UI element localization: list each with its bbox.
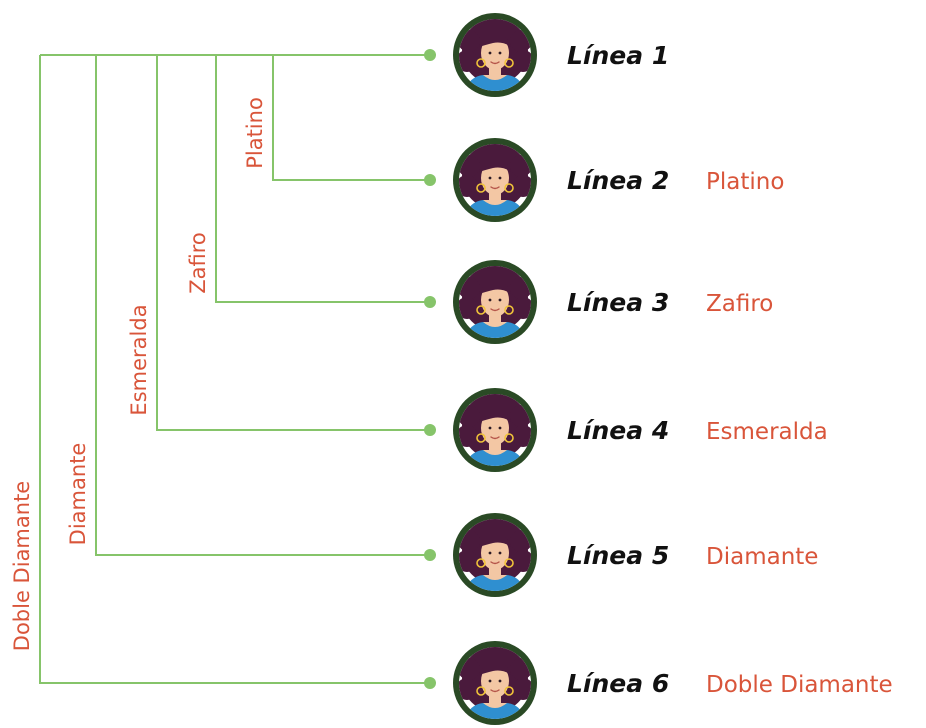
woman-avatar-icon [453, 641, 537, 725]
rank-label: Platino [706, 169, 784, 195]
connector-dot [424, 49, 436, 61]
connector-dot [424, 424, 436, 436]
branch-connector [95, 55, 430, 556]
line-row: Línea 5 Diamante [453, 513, 818, 597]
branch-label: Diamante [66, 443, 90, 546]
line-label: Línea 3 [567, 288, 669, 317]
branch-label: Esmeralda [127, 304, 151, 415]
branch-label: Platino [243, 97, 267, 169]
rank-label: Diamante [706, 544, 818, 570]
branch-label: Zafiro [186, 232, 210, 294]
line-row: Línea 4 Esmeralda [453, 388, 828, 472]
rank-label: Doble Diamante [706, 672, 893, 698]
connector-dot [424, 296, 436, 308]
branch-label: Doble Diamante [10, 481, 34, 651]
connector-dot [424, 549, 436, 561]
line-label: Línea 5 [567, 541, 669, 570]
line-row: Línea 2 Platino [453, 138, 784, 222]
rank-label: Esmeralda [706, 419, 828, 445]
line-label: Línea 6 [567, 669, 669, 698]
line-label: Línea 4 [567, 416, 669, 445]
branch-connector [215, 55, 430, 303]
line-label: Línea 1 [567, 41, 669, 70]
branch-connector [39, 55, 430, 684]
line-row: Línea 1 [453, 13, 669, 97]
branch-connector [156, 55, 430, 431]
woman-avatar-icon [453, 513, 537, 597]
line-label: Línea 2 [567, 166, 669, 195]
line-row: Línea 3 Zafiro [453, 260, 773, 344]
line-row: Línea 6 Doble Diamante [453, 641, 893, 725]
connector-dot [424, 677, 436, 689]
woman-avatar-icon [453, 138, 537, 222]
woman-avatar-icon [453, 388, 537, 472]
woman-avatar-icon [453, 260, 537, 344]
connector-lines [39, 49, 436, 689]
branch-connector [272, 55, 430, 181]
connector-dot [424, 174, 436, 186]
woman-avatar-icon [453, 13, 537, 97]
rank-label: Zafiro [706, 291, 773, 317]
